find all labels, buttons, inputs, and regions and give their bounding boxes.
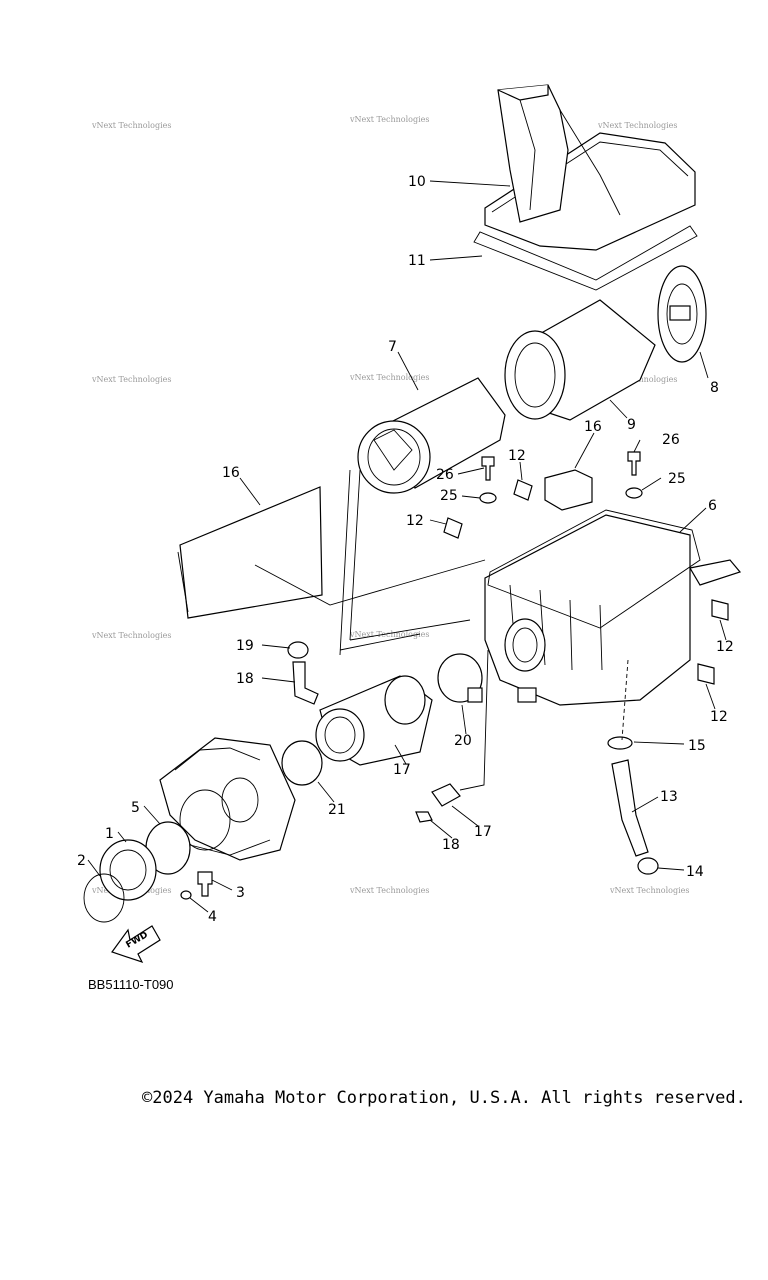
leader-lines (87, 180, 727, 913)
callout-10: 10 (408, 174, 426, 190)
washer (479, 492, 497, 504)
throttle-body (159, 737, 296, 861)
watermark: vNext Technologies (597, 121, 677, 130)
callouts: 10 11 7 8 9 16 26 12 26 25 25 6 16 12 19… (77, 174, 734, 925)
callout-5: 5 (131, 800, 140, 816)
reference-line (339, 619, 471, 651)
reference-line (459, 649, 489, 791)
callout-26: 26 (662, 432, 680, 448)
callout-8: 8 (710, 380, 719, 396)
reference-line (621, 659, 629, 741)
air-box-cover (484, 84, 696, 251)
clip (711, 599, 729, 621)
clamp-screw (467, 687, 483, 703)
o-ring (83, 873, 125, 923)
parts-diagram: vNext Technologies vNext Technologies vN… (77, 84, 742, 964)
intake-joint (99, 839, 157, 901)
watermark: vNext Technologies (349, 115, 429, 124)
washer-small (180, 890, 192, 900)
outer-filter-element (504, 299, 656, 421)
watermark: vNext Technologies (91, 121, 171, 130)
fwd-arrow: FWD (111, 925, 161, 964)
reference-line (339, 469, 361, 656)
callout-12: 12 (406, 513, 424, 529)
sensor-screw (415, 811, 433, 823)
callout-11: 11 (408, 253, 426, 269)
callout-2: 2 (77, 853, 86, 869)
callout-3: 3 (236, 885, 245, 901)
clip (513, 479, 533, 501)
clip (443, 517, 463, 539)
side-cover (179, 486, 323, 619)
watermark: vNext Technologies (609, 886, 689, 895)
callout-15: 15 (688, 738, 706, 754)
callout-17: 17 (474, 824, 492, 840)
hose-clamp-small (287, 641, 309, 659)
hose-clip (607, 736, 633, 750)
band-clamp-duct (281, 740, 323, 786)
watermark: vNext Technologies (349, 373, 429, 382)
watermark: vNext Technologies (349, 886, 429, 895)
filter-end-cap (657, 265, 707, 363)
diagram-code: BB51110-T090 (88, 977, 174, 992)
washer (625, 487, 643, 499)
callout-12: 12 (716, 639, 734, 655)
callout-22: 19 (236, 638, 254, 654)
callout-13: 13 (660, 789, 678, 805)
callout-12: 12 (710, 709, 728, 725)
callout-24: 21 (328, 802, 346, 818)
callout-6: 6 (708, 498, 717, 514)
copyright-notice: ©2024 Yamaha Motor Corporation, U.S.A. A… (142, 1088, 746, 1108)
drain-cap (637, 857, 659, 875)
callout-26: 26 (436, 467, 454, 483)
callout-9: 9 (627, 417, 636, 433)
screw (197, 871, 213, 897)
watermark: vNext Technologies (91, 631, 171, 640)
air-box (484, 509, 742, 706)
sensor (431, 783, 461, 807)
cover-gasket (473, 225, 698, 291)
callout-20: 17 (393, 762, 411, 778)
callout-25: 25 (668, 471, 686, 487)
callout-18: 18 (442, 837, 460, 853)
drain-hose (611, 759, 649, 857)
intake-duct (315, 675, 433, 766)
callout-4: 4 (208, 909, 217, 925)
clip (697, 663, 715, 685)
callout-7: 7 (388, 339, 397, 355)
inner-filter-element (357, 377, 506, 494)
callout-14: 14 (686, 864, 704, 880)
callout-21: 18 (236, 671, 254, 687)
callout-12: 12 (508, 448, 526, 464)
callout-16: 16 (584, 419, 602, 435)
callout-19: 16 (222, 465, 240, 481)
watermark: vNext Technologies (349, 630, 429, 639)
elbow-joint (292, 661, 319, 705)
reference-line (254, 559, 486, 606)
bolt (627, 451, 641, 476)
foam-pad (544, 469, 593, 511)
side-cover-flange (177, 551, 189, 613)
callout-23: 20 (454, 733, 472, 749)
bolt (481, 456, 495, 481)
callout-25: 25 (440, 488, 458, 504)
callout-1: 1 (105, 826, 114, 842)
watermark: vNext Technologies (91, 375, 171, 384)
